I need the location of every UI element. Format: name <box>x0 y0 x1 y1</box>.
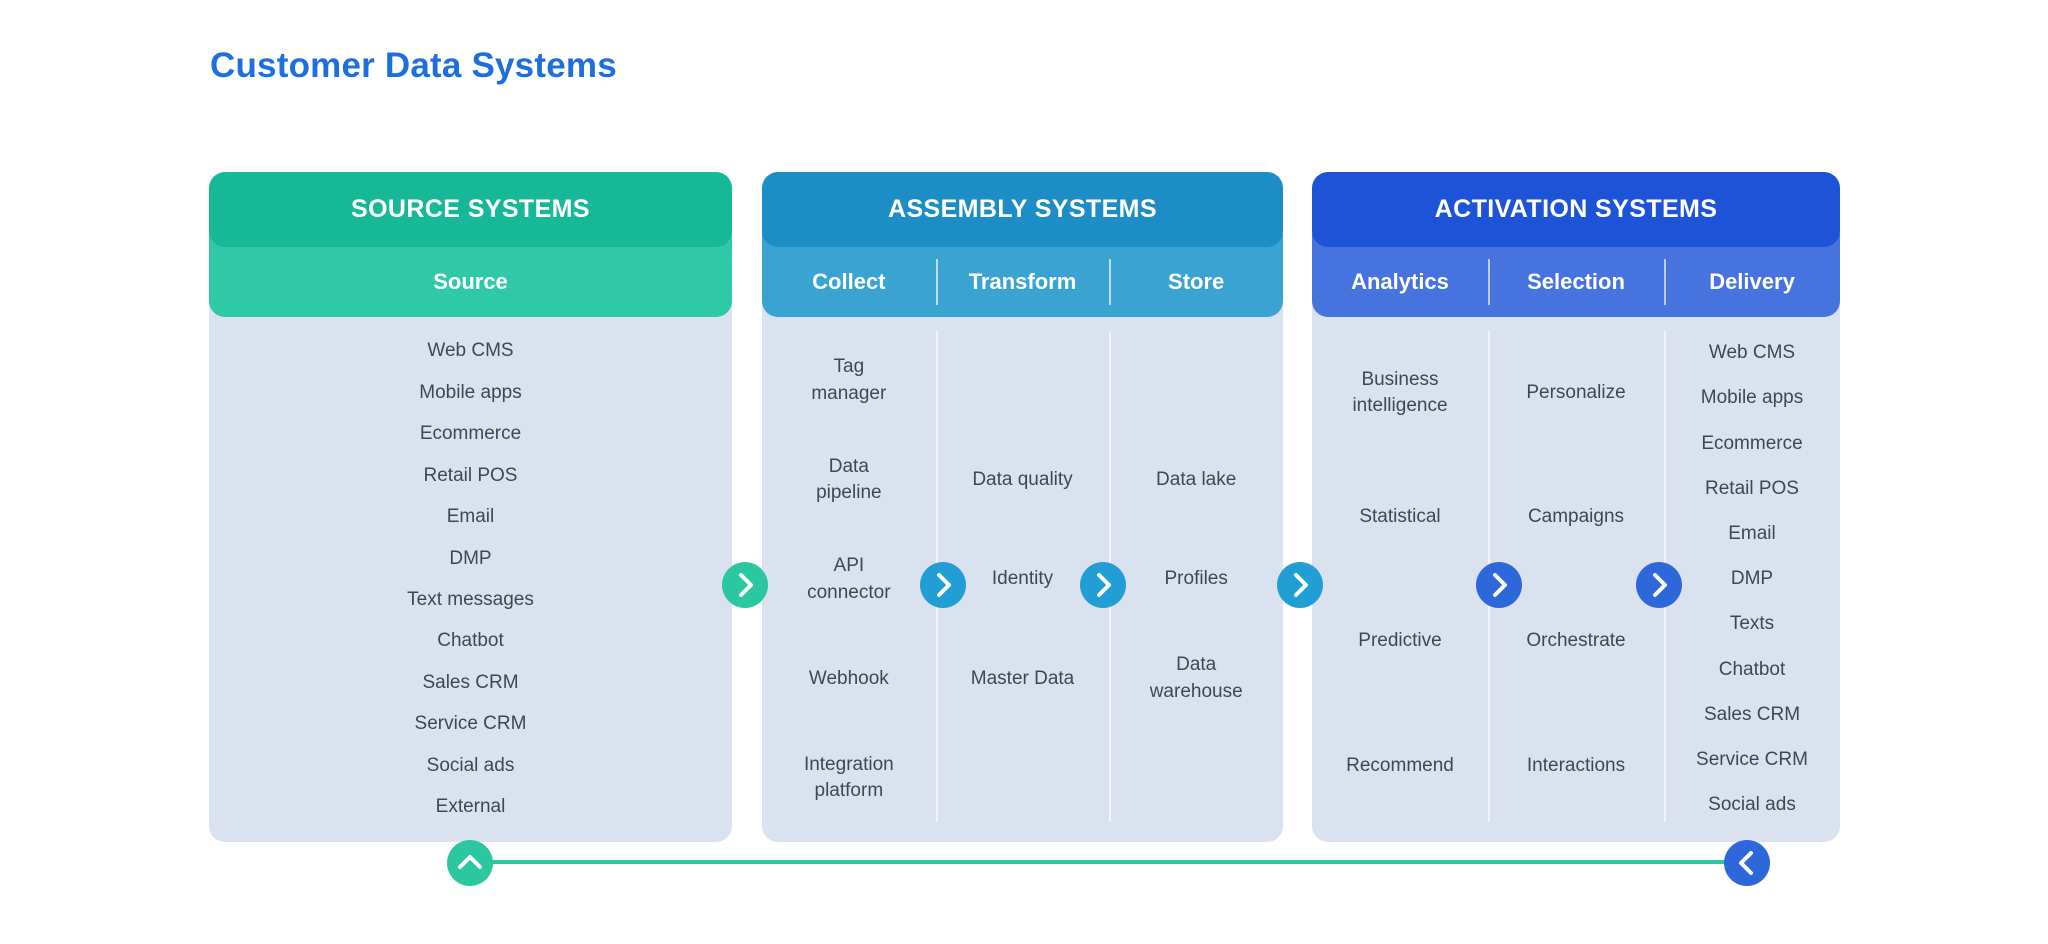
assembly-systems-subheader: Collect Transform Store <box>762 233 1283 317</box>
diagram-item: Campaigns <box>1527 506 1625 528</box>
column-selection: Personalize Campaigns Orchestrate Intera… <box>1488 331 1664 828</box>
diagram-item: Statistical <box>1359 506 1441 528</box>
diagram-item: External <box>435 796 506 818</box>
column-collect: Tag manager Data pipeline API connector … <box>762 331 936 828</box>
column-delivery: Web CMS Mobile apps Ecommerce Retail POS… <box>1664 331 1840 828</box>
flow-arrow-store-to-activation <box>1277 562 1323 608</box>
diagram-item: Webhook <box>808 667 889 689</box>
diagram-item: Texts <box>1729 613 1775 635</box>
page-title: Customer Data Systems <box>210 46 617 85</box>
diagram-item: Integration platform <box>803 753 894 802</box>
diagram-item: Mobile apps <box>1700 387 1804 409</box>
diagram-item: Retail POS <box>423 464 518 486</box>
diagram-item: Profiles <box>1164 568 1228 590</box>
flow-arrow-selection-to-delivery <box>1636 562 1682 608</box>
source-systems-subheader: Source <box>209 233 732 317</box>
diagram-item: Chatbot <box>1718 658 1786 680</box>
diagram-item: DMP <box>449 547 492 569</box>
diagram-item: Sales CRM <box>422 671 519 693</box>
chevron-right-icon <box>920 562 966 608</box>
column-transform: Data quality Identity Master Data <box>936 331 1110 828</box>
diagram-item: Data quality <box>972 468 1073 490</box>
diagram-item: Personalize <box>1526 381 1626 403</box>
source-systems-header: SOURCE SYSTEMS <box>209 172 732 247</box>
chevron-right-icon <box>1277 562 1323 608</box>
flow-arrow-source-to-assembly <box>722 562 768 608</box>
diagram-item: Identity <box>991 568 1054 590</box>
diagram-item: DMP <box>1730 568 1774 590</box>
diagram-item: Email <box>1728 523 1776 545</box>
diagram-item: Web CMS <box>427 340 514 362</box>
diagram-item: Data pipeline <box>816 455 882 504</box>
chevron-right-icon <box>1636 562 1682 608</box>
feedback-arrow-up <box>447 840 493 886</box>
divider <box>1487 259 1490 305</box>
feedback-loop-line <box>482 860 1734 864</box>
diagram-item: Interactions <box>1526 754 1626 776</box>
diagram-item: Chatbot <box>437 630 504 652</box>
diagram-item: Master Data <box>970 667 1075 689</box>
flow-arrow-transform-to-store <box>1080 562 1126 608</box>
subheader-label-source: Source <box>433 269 508 294</box>
column-source: Web CMS Mobile apps Ecommerce Retail POS… <box>209 331 732 828</box>
subheader-label-analytics: Analytics <box>1351 269 1449 294</box>
diagram-item: Mobile apps <box>419 381 522 403</box>
subheader-label-selection: Selection <box>1527 269 1625 294</box>
diagram-item: Sales CRM <box>1703 703 1801 725</box>
diagram-item: Data warehouse <box>1149 654 1243 702</box>
activation-systems-body: Business intelligence Statistical Predic… <box>1312 301 1840 842</box>
diagram-item: Social ads <box>1708 794 1796 816</box>
divider <box>1109 259 1112 305</box>
feedback-arrow-left <box>1724 840 1770 886</box>
diagram-item: Service CRM <box>1696 748 1808 770</box>
diagram-item: Predictive <box>1358 630 1442 652</box>
diagram-item: Text messages <box>407 588 534 610</box>
chevron-right-icon <box>722 562 768 608</box>
assembly-systems-body: Tag manager Data pipeline API connector … <box>762 301 1283 842</box>
diagram-item: Data lake <box>1156 468 1237 490</box>
diagram-item: Ecommerce <box>1701 432 1803 454</box>
subheader-label-transform: Transform <box>968 269 1077 294</box>
flow-arrow-analytics-to-selection <box>1476 562 1522 608</box>
column-analytics: Business intelligence Statistical Predic… <box>1312 331 1488 828</box>
assembly-systems-header: ASSEMBLY SYSTEMS <box>762 172 1283 247</box>
activation-systems-header: ACTIVATION SYSTEMS <box>1312 172 1840 247</box>
chevron-left-icon <box>1724 840 1770 886</box>
panel-activation-systems: ACTIVATION SYSTEMS Analytics Selection D… <box>1312 172 1840 842</box>
diagram-item: Email <box>446 506 495 528</box>
subheader-label-collect: Collect <box>812 269 886 294</box>
diagram-item: Tag manager <box>811 356 887 404</box>
source-systems-body: Web CMS Mobile apps Ecommerce Retail POS… <box>209 301 732 842</box>
diagram-item: Ecommerce <box>419 423 522 445</box>
chevron-up-icon <box>447 840 493 886</box>
diagram-item: Recommend <box>1346 754 1454 776</box>
chevron-right-icon <box>1476 562 1522 608</box>
flow-arrow-collect-to-transform <box>920 562 966 608</box>
chevron-right-icon <box>1080 562 1126 608</box>
subheader-label-delivery: Delivery <box>1709 269 1795 294</box>
divider <box>1663 259 1666 305</box>
diagram-item: Orchestrate <box>1526 630 1626 652</box>
column-store: Data lake Profiles Data warehouse <box>1109 331 1283 828</box>
diagram-item: Web CMS <box>1708 342 1796 364</box>
diagram-item: Retail POS <box>1705 477 1799 499</box>
panel-assembly-systems: ASSEMBLY SYSTEMS Collect Transform Store… <box>762 172 1283 842</box>
divider <box>935 259 938 305</box>
diagram-item: API connector <box>807 554 891 603</box>
activation-systems-subheader: Analytics Selection Delivery <box>1312 233 1840 317</box>
diagram-item: Social ads <box>426 754 515 776</box>
diagram-item: Service CRM <box>414 713 527 735</box>
panel-source-systems: SOURCE SYSTEMS Source Web CMS Mobile app… <box>209 172 732 842</box>
diagram-item: Business intelligence <box>1352 368 1448 417</box>
subheader-label-store: Store <box>1168 269 1225 294</box>
